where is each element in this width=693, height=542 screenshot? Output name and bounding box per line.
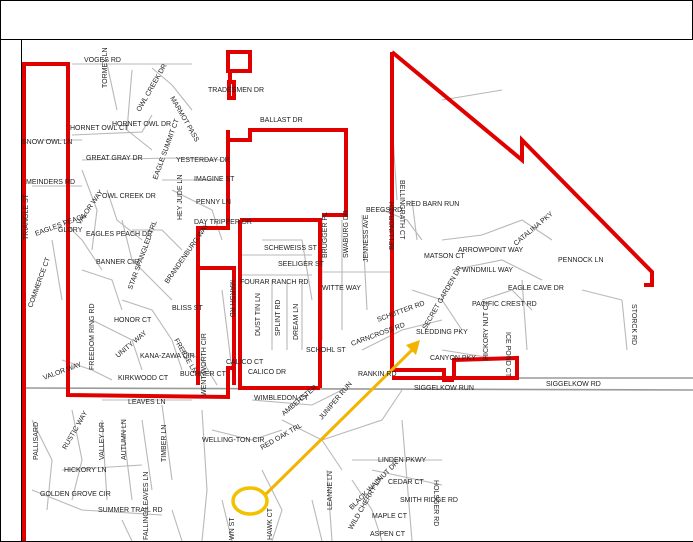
label-juniper: JUNIPER RUN — [318, 381, 354, 422]
label-voges: VOGES RD — [84, 57, 121, 64]
label-scheweiss: SCHEWEISS ST — [264, 245, 318, 252]
label-buchner: BUCHNER CT — [180, 371, 227, 378]
label-eagle-cave: EAGLE CAVE DR — [508, 285, 564, 292]
label-fourar: FOURAR RANCH RD — [240, 279, 308, 286]
label-arrowpoint: ARROWPOINT WAY — [458, 247, 524, 254]
label-great-gray: GREAT GRAY DR — [86, 155, 143, 162]
label-beegs: BEEGS RD — [366, 207, 402, 214]
label-imagine: IMAGINE ST — [194, 176, 235, 183]
label-brugger: BRUGGER PL — [322, 212, 329, 258]
label-red-barn: RED BARN RUN — [406, 201, 459, 208]
label-witte: WITTE WAY — [322, 285, 361, 292]
label-schutter: SCHUTTER RD — [376, 300, 426, 324]
label-aspen: ASPEN CT — [370, 531, 406, 538]
label-wellington: WELLING-TON CIR — [202, 437, 265, 444]
label-smith: SMITH RIDGE RD — [400, 497, 458, 504]
label-splint: SPLINT RD — [275, 300, 282, 336]
label-marsh: MARSH RD — [228, 280, 235, 317]
label-tormey: TORMEY LN — [102, 47, 109, 88]
label-falling-leaves: FALLING LEAVES LN — [143, 472, 150, 540]
street-labels: VOGES RD TORMEY LN OWL CREEK DR MARMOT P… — [22, 47, 637, 540]
label-seeliger: SEELIGER ST — [278, 261, 325, 268]
label-timber: TIMBER LN — [161, 425, 168, 462]
label-hornet-owl-ct: HORNET OWL CT — [70, 125, 129, 132]
label-linden: LINDEN PKWY — [378, 457, 427, 464]
label-golden-grove: GOLDEN GROVE CIR — [40, 491, 111, 498]
label-wimbledon: WIMBLEDON CT — [254, 395, 309, 402]
label-maple: MAPLE CT — [372, 513, 408, 520]
label-day-tripper: DAY TRIPPER DR — [194, 219, 252, 226]
label-secret: SECRET GARDEN DR — [422, 265, 464, 331]
label-valor-north: VALOR WAY — [76, 189, 105, 226]
label-jenness: JENNESS AVE — [363, 214, 370, 262]
header-band — [1, 1, 692, 40]
label-meinders: MEINDERS RD — [26, 179, 75, 186]
label-freedom: FREEDOM RING RD — [89, 304, 96, 371]
label-snow-owl: SNOW OWL LN — [22, 139, 72, 146]
label-owl-creek-north: OWL CREEK DR — [136, 63, 169, 113]
district-boundary — [22, 50, 654, 541]
label-hawk: HAWK CT — [267, 507, 274, 540]
label-wn-st: WN ST — [229, 517, 236, 540]
label-sledding: SLEDDING PKY — [416, 329, 468, 336]
label-banner: BANNER CIR — [96, 259, 139, 266]
label-siggelkow: SIGGELKOW RD — [546, 381, 601, 388]
label-commerce: COMMERCE CT — [27, 256, 52, 309]
label-summer-trail: SUMMER TRAIL RD — [98, 507, 163, 514]
label-windmill: WINDMILL WAY — [462, 267, 513, 274]
label-hickory-ln: HICKORY LN — [64, 467, 107, 474]
label-matson: MATSON CT — [424, 253, 465, 260]
label-hey-jude: HEY JUDE LN — [177, 175, 184, 220]
label-valley: VALLEY DR — [99, 422, 106, 460]
label-calico-dr: CALICO DR — [248, 369, 286, 376]
label-catalina: CATALINA PKY — [513, 211, 555, 248]
label-kanazawa: KANA-ZAWA CIR — [140, 353, 195, 360]
label-canyon: CANYON PKY — [430, 355, 476, 362]
label-pacific-crest: PACIFIC CREST RD — [472, 301, 537, 308]
label-carncross: CARNCROSS RD — [350, 322, 406, 348]
label-glory: GLORY — [58, 227, 83, 234]
label-pallisard: PALLISARD — [33, 422, 40, 460]
label-wentworth: WENT-WORTH CIR — [201, 333, 208, 396]
label-red-oak: RED OAK TRL — [260, 422, 304, 451]
label-valor-way: VALOR WAY — [42, 361, 83, 381]
label-schohl: SCHOHL ST — [306, 347, 347, 354]
label-honor: HONOR CT — [114, 317, 152, 324]
label-bliss: BLISS ST — [172, 305, 203, 312]
label-pennock: PENNOCK LN — [558, 257, 604, 264]
label-hornet-owl-dr: HORNET OWL DR — [112, 121, 171, 128]
label-ice-pond: ICE POND CT — [504, 332, 511, 378]
label-brandenburg: BRANDENBURG WAY — [164, 222, 211, 285]
label-penny: PENNY LN — [196, 199, 231, 206]
label-leaves: LEAVES LN — [128, 399, 166, 406]
label-bellingrath: BELLINGRATH — [389, 202, 396, 250]
label-autumn: AUTUMN LN — [121, 419, 128, 460]
label-dream: DREAM LN — [293, 304, 300, 340]
label-hickory-nut: HICKORY NUT CT — [483, 300, 490, 360]
label-holsger: HOLSGER RD — [432, 480, 439, 526]
label-calico-ct: CALICO CT — [226, 359, 264, 366]
label-swaburg: SWABURG DR — [343, 210, 350, 258]
label-owl-creek: OWL CREEK DR — [102, 193, 156, 200]
label-leanne: LEANNE LN — [327, 471, 334, 510]
label-yesterday: YESTERDAY DR — [176, 157, 230, 164]
label-dust: DUST TIN LN — [255, 293, 262, 336]
label-triangle: TRIANGLE ST — [23, 193, 30, 240]
label-rankin: RANKIN RD — [358, 371, 397, 378]
label-ballast: BALLAST DR — [260, 117, 303, 124]
label-storck: STORCK RD — [630, 304, 637, 345]
label-siggelkow-run: SIGGELKOW RUN — [414, 385, 474, 392]
label-bellingrath-ct: BELLINGRATH CT — [398, 180, 405, 240]
map-area[interactable]: VOGES RD TORMEY LN OWL CREEK DR MARMOT P… — [21, 40, 693, 541]
street-map[interactable]: VOGES RD TORMEY LN OWL CREEK DR MARMOT P… — [22, 40, 693, 541]
label-kirkwood: KIRKWOOD CT — [118, 375, 169, 382]
label-eagles-peach: EAGLES PEACH DR — [86, 231, 152, 238]
label-cedar: CEDAR CT — [388, 479, 425, 486]
street-network — [22, 63, 693, 541]
highlight-annotation — [231, 340, 420, 516]
label-rustic: RUSTIC WAY — [62, 410, 90, 451]
label-tradesmen: TRADESMEN DR — [208, 87, 264, 94]
